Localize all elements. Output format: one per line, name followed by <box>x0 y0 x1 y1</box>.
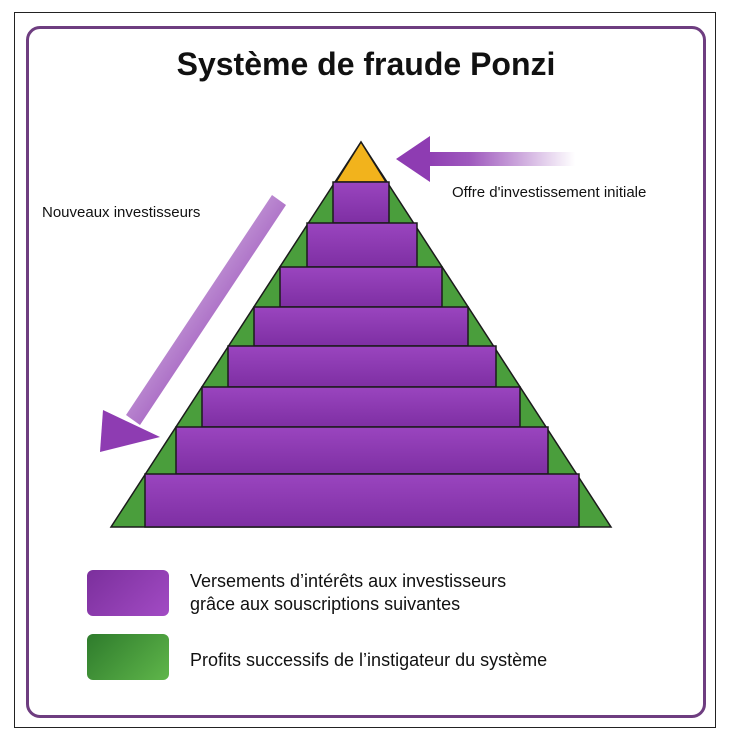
pyramid-tier-4 <box>253 306 469 347</box>
pyramid-tier-2 <box>306 222 418 268</box>
new-investors-label: Nouveaux investisseurs <box>42 204 201 221</box>
pyramid-tiers <box>144 181 580 528</box>
legend-item-profits-line1: Profits successifs de l’instigateur du s… <box>190 650 548 670</box>
inner-frame <box>26 26 706 718</box>
pyramid-tier-1 <box>332 181 390 224</box>
pyramid-tier-8 <box>144 473 580 528</box>
initial-offer-label: Offre d'investissement initiale <box>452 184 647 201</box>
legend-item-interest-line1: Versements d’intérêts aux investisseurs <box>190 571 507 591</box>
legend-item-interest: Versements d’intérêts aux investisseurs … <box>190 570 506 616</box>
legend-swatch-purple <box>87 570 169 616</box>
outer-frame <box>14 12 716 728</box>
legend-item-interest-line2: grâce aux souscriptions suivantes <box>190 594 461 614</box>
pyramid-tier-6 <box>201 386 521 428</box>
page-title: Système de fraude Ponzi <box>176 46 556 82</box>
legend-swatch-green <box>87 634 169 680</box>
pyramid-tier-5 <box>227 345 497 388</box>
pyramid-tier-3 <box>279 266 443 308</box>
pyramid-tier-7 <box>175 426 549 475</box>
initial-offer-arrow <box>396 136 575 182</box>
legend-item-profits: Profits successifs de l’instigateur du s… <box>190 649 547 672</box>
pyramid-apex <box>334 140 388 183</box>
new-investors-arrow <box>100 195 286 452</box>
